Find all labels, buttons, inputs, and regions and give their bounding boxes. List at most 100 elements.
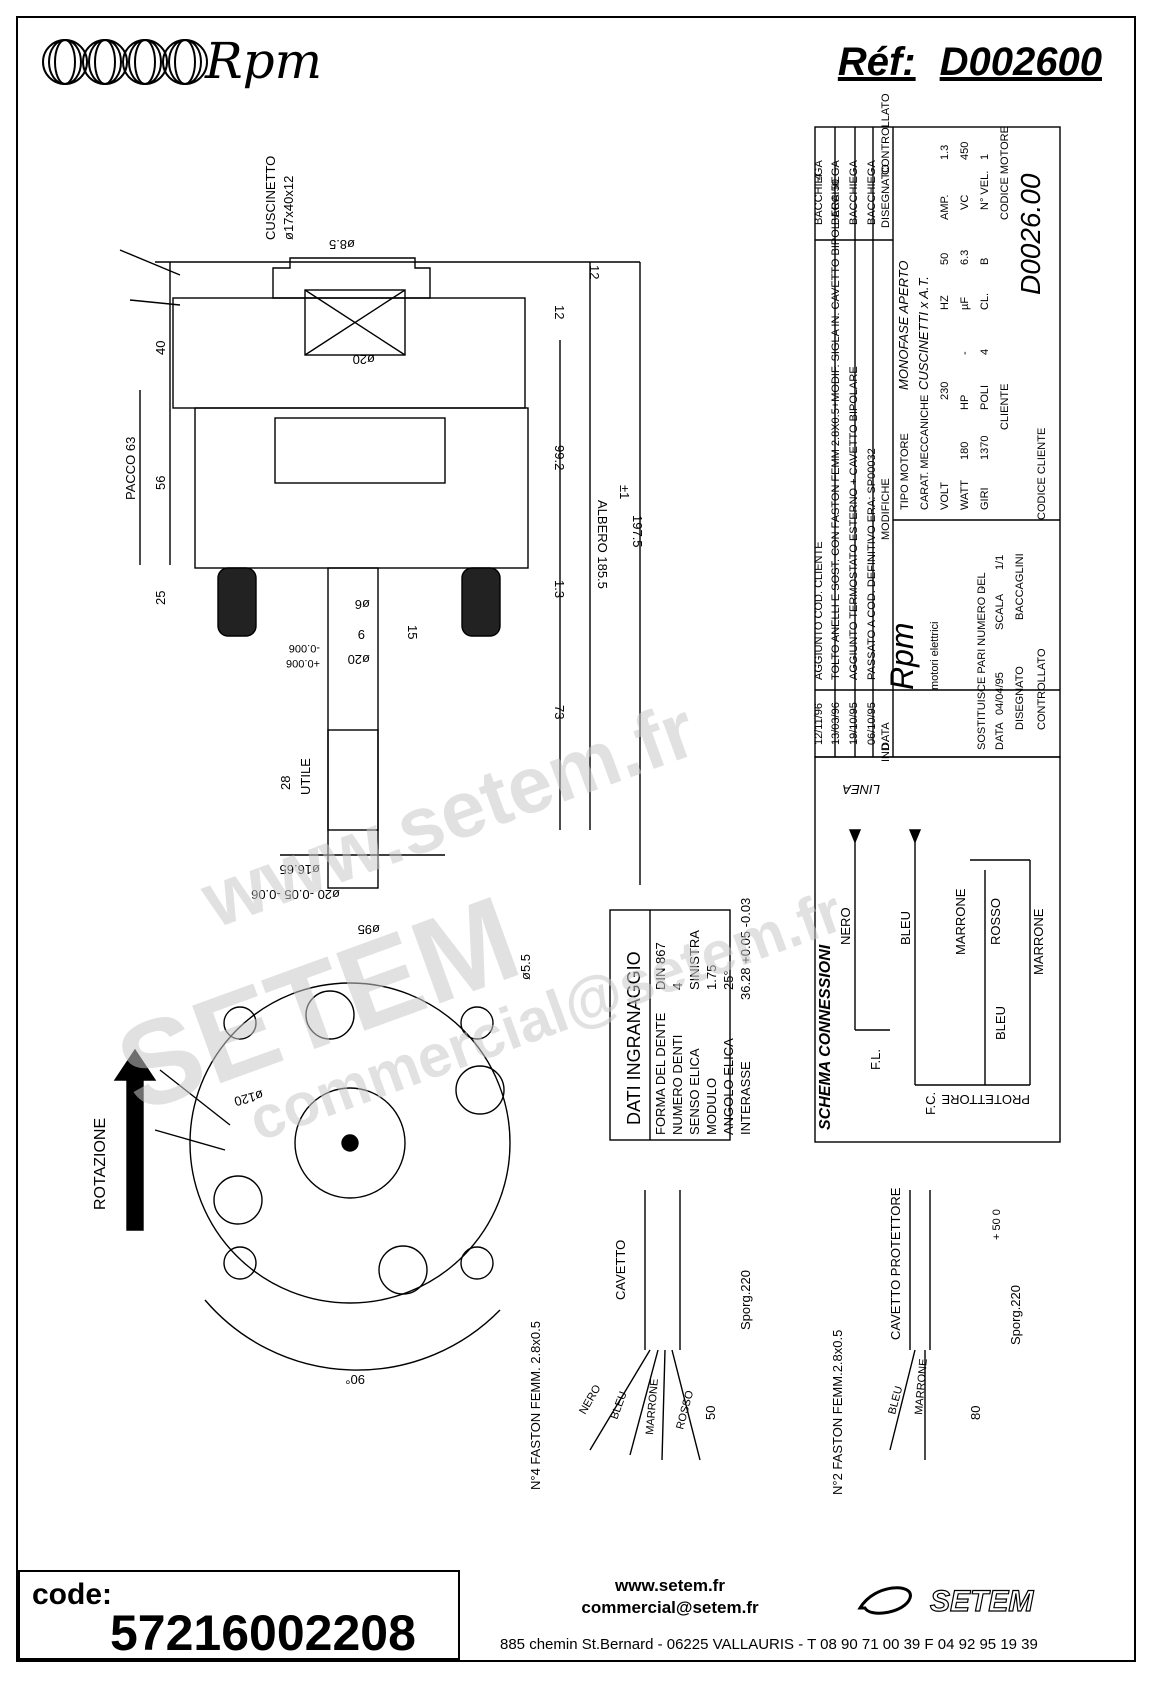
gear-row-2-v: SINISTRA [687, 930, 702, 990]
schema-bleu2: BLEU [993, 1006, 1008, 1040]
cable2-d80: 80 [968, 1406, 983, 1420]
dim-56: 56 [153, 476, 168, 490]
motor-endshield [172, 297, 526, 409]
dim-197-5: 197.5 [630, 515, 645, 548]
rev-4-by: BACCHIEGA [813, 160, 825, 225]
schema-fl: F.L. [868, 1049, 883, 1070]
dim-90deg: 90° [345, 1372, 365, 1387]
cable2-faston: N°2 FASTON FEMM.2.8x0.5 [830, 1330, 845, 1495]
cable1-sheath [644, 1190, 681, 1350]
shaft-hub [294, 1087, 406, 1199]
carat-label: CARAT. MECCANICHE [919, 395, 931, 510]
hdr-dis: DISEGNATO [880, 164, 892, 228]
volt-label: VOLT [939, 482, 951, 510]
gear-title: DATI INGRANAGGIO [624, 951, 644, 1125]
watt-value: 180 [959, 442, 971, 460]
gear-row-0-v: DIN 867 [653, 942, 668, 990]
schema-marrone: MARRONE [953, 888, 968, 955]
rev-3-by: BACCHIEGA [830, 160, 842, 225]
vc-value: 450 [959, 142, 971, 160]
rotazione-label: ROTAZIONE [92, 1118, 109, 1210]
poli-label: POLI [979, 385, 991, 410]
rev-2-desc: AGGIUNTO TERMOSTATO ESTERNO + CAVETTO BI… [848, 366, 860, 680]
gear-row-4-k: ANGOLO ELICA [721, 1038, 736, 1135]
dim-albero: ALBERO 185.5 [595, 500, 610, 589]
dim-cuscinetto: CUSCINETTO [263, 156, 278, 240]
gear-row-3-k: MODULO [704, 1078, 719, 1135]
email-link[interactable]: commercial@setem.fr [581, 1598, 759, 1617]
title-brand: Rpm [884, 622, 920, 690]
hdr-ind: IND. [880, 740, 892, 762]
cable1-wire-3: ROSSO [674, 1389, 696, 1431]
footer-address: 885 chemin St.Bernard - 06225 VALLAURIS … [500, 1636, 1038, 1653]
dim-pm: ±1 [617, 485, 632, 499]
hp-value: - [959, 351, 971, 355]
tipo-value: MONOFASE APERTO [896, 260, 911, 390]
giri-label: GIRI [979, 487, 991, 510]
stator-pack [194, 407, 529, 569]
codice-cliente-label: CODICE CLIENTE [1036, 428, 1048, 520]
footer-contact: www.setem.fr commercial@setem.fr [470, 1575, 870, 1619]
dim-1-3: 1.3 [552, 580, 567, 598]
rev-1-by: BACCHIEGA [866, 160, 878, 225]
bearing-housing [272, 257, 431, 299]
hdr-contr: CONTROLLATO [880, 93, 892, 175]
shaft [327, 567, 379, 889]
carat-value: CUSCINETTI x A.T. [916, 276, 931, 390]
dim-73: 73 [552, 705, 567, 719]
setem-logo: SETEM [857, 1584, 1035, 1619]
dim-40: 40 [153, 341, 168, 355]
dim-tol2: -0.006 [289, 642, 320, 654]
dim-12a: 12 [587, 265, 602, 279]
rev-4-n: 4 [813, 174, 825, 180]
dim-bearing-size: ø17x40x12 [281, 176, 296, 240]
rev-3-desc: TOLTO ANELLI E SOST. CON FASTON FEMM 2.8… [830, 179, 842, 680]
codice-motore-value: D0026.00 [1015, 173, 1046, 295]
schema-block [814, 756, 1061, 1143]
scala-value: 1/1 [994, 555, 1006, 570]
cable1-d50: 50 [703, 1406, 718, 1420]
cable-exit [119, 249, 181, 306]
hdr-mod: MODIFICHE [880, 478, 892, 540]
product-code-box: code: 57216002208 [18, 1570, 460, 1661]
cable2-sheath [909, 1190, 931, 1350]
sost-label: SOSTITUISCE PARI NUMERO DEL [976, 572, 988, 750]
hp-label: HP [959, 395, 971, 410]
amp-label: AMP. [939, 195, 951, 220]
rev-1-desc: PASSATO A COD. DEFINITIVO ERA: SP00032 [866, 448, 878, 680]
tipo-label: TIPO MOTORE [899, 433, 911, 510]
cliente-label: CLIENTE [999, 384, 1011, 430]
dim-d20b: ø20 [348, 652, 370, 667]
watt-label: WATT [959, 480, 971, 510]
schema-rosso: ROSSO [988, 898, 1003, 945]
rotation-arrow-icon [113, 1048, 157, 1231]
cable2-tol: + 50 0 [991, 1209, 1003, 1240]
motor-front-circle [189, 982, 511, 1304]
cable1-sporg: Sporg.220 [738, 1270, 753, 1330]
data-value: 04/04/95 [994, 672, 1006, 715]
gear-row-5-v: 36.28 +0.05 -0.03 [738, 898, 753, 1000]
poli-value: 4 [979, 349, 991, 355]
vel-value: 1 [979, 154, 991, 160]
schema-linea: LINEA [842, 782, 880, 797]
ref-label: Réf: [837, 40, 916, 84]
data-label: DATA [994, 722, 1006, 750]
dim-d9: 9 [358, 627, 365, 642]
cable1-wires [589, 1349, 701, 1461]
cable1-faston: N°4 FASTON FEMM. 2.8x0.5 [528, 1321, 543, 1490]
uf-label: µF [959, 297, 971, 310]
angle-arc [204, 1299, 501, 1371]
volt-value: 230 [939, 382, 951, 400]
dim-d95: ø95 [358, 922, 380, 937]
gear-row-0-k: FORMA DEL DENTE [653, 1012, 668, 1135]
dim-d6: ø6 [355, 597, 370, 612]
website-link[interactable]: www.setem.fr [615, 1576, 725, 1595]
code-value: 57216002208 [110, 1605, 416, 1661]
dim-pacco: PACCO 63 [123, 437, 138, 500]
cable1-label: CAVETTO [613, 1240, 628, 1300]
cable1-wire-0: NERO [577, 1383, 604, 1417]
dim-tol1: +0.006 [286, 657, 320, 669]
rev-4-desc: AGGIUNTO COD. CLIENTE [813, 541, 825, 680]
cl-value: B [979, 258, 991, 265]
